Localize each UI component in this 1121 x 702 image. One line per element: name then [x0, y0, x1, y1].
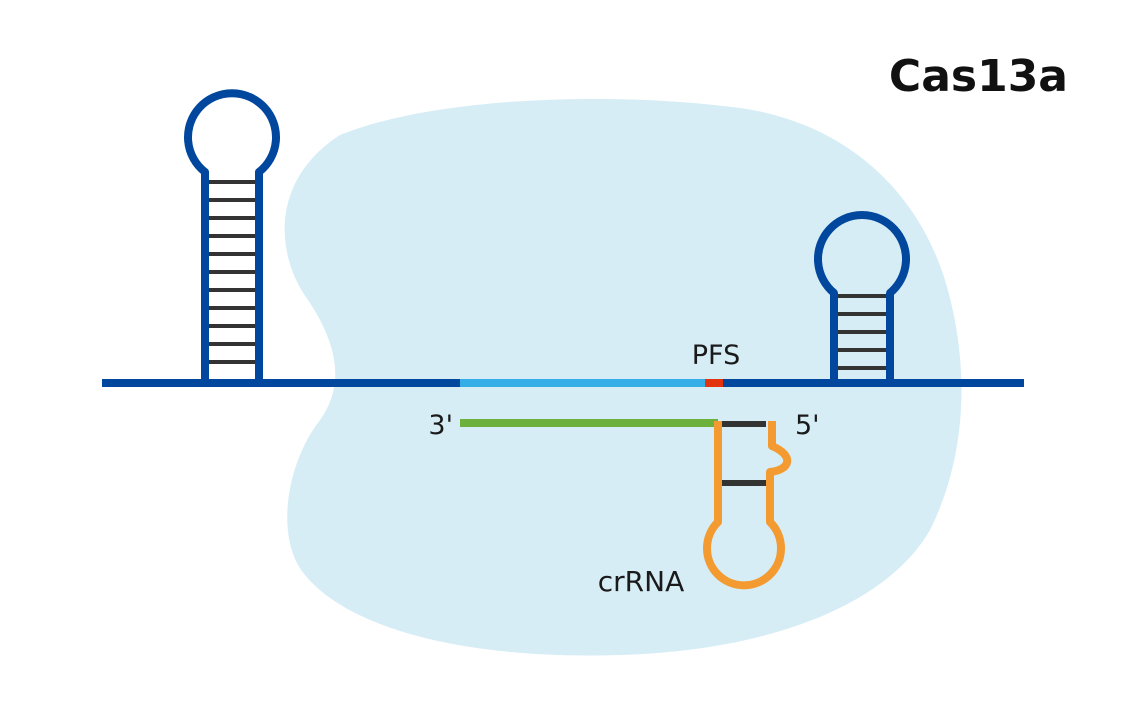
crrna-label: crRNA	[598, 565, 684, 598]
left-hairpin-strand	[184, 89, 280, 384]
pfs-label: PFS	[692, 340, 740, 371]
left-hairpin-base-pairs	[208, 180, 256, 364]
left-hairpin	[184, 89, 280, 384]
five-prime-label: 5'	[795, 410, 820, 441]
right-hairpin-strand	[814, 211, 910, 384]
three-prime-label: 3'	[428, 410, 453, 441]
right-hairpin	[814, 211, 910, 384]
diagram-title: Cas13a	[889, 51, 1068, 102]
crrna-repeat-hairpin	[703, 421, 792, 590]
crrna-base-pairs	[722, 421, 766, 486]
right-hairpin-base-pairs	[838, 294, 886, 370]
cas13a-protein-blob	[284, 98, 962, 656]
